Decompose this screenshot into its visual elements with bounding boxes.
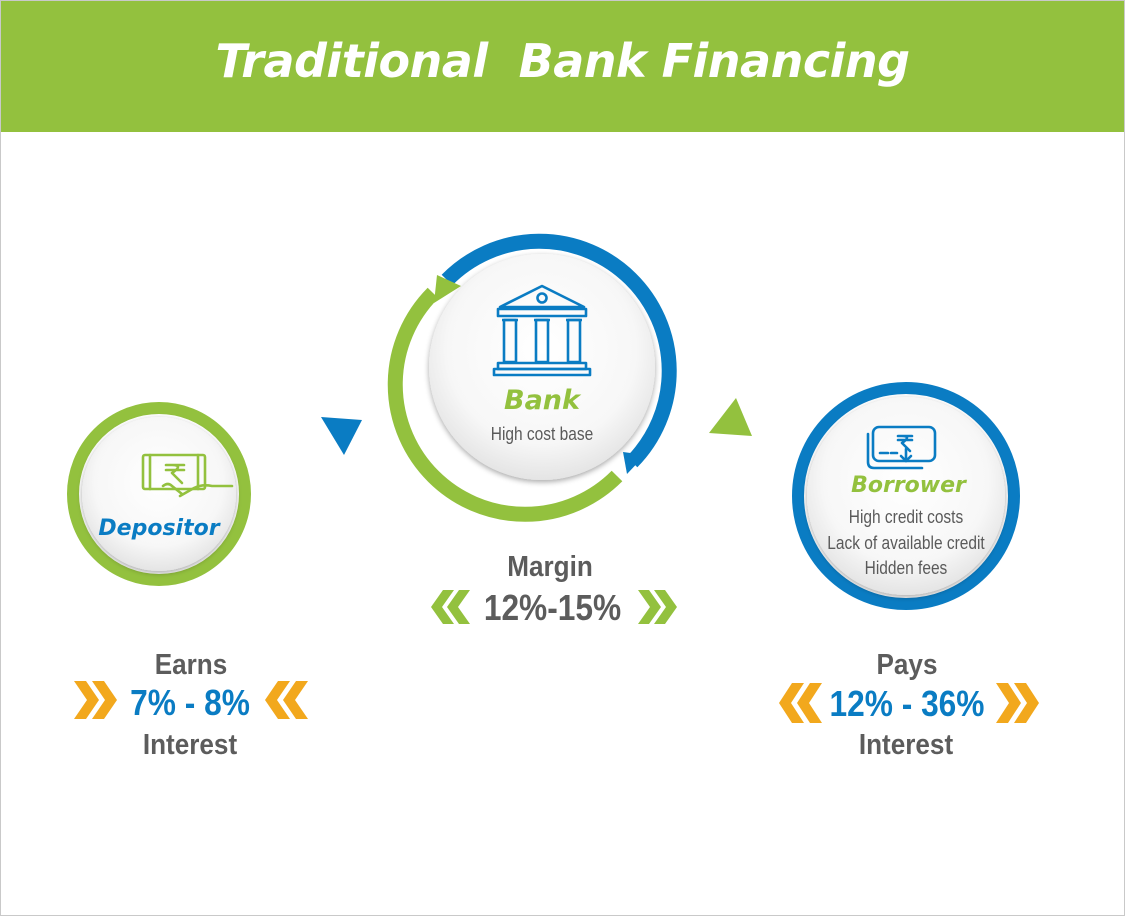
depositor-label: Depositor [98,516,220,541]
bank-node [387,233,677,522]
borrower-label: Borrower [851,473,966,498]
arrow-bank-to-borrower [709,398,752,436]
borrower-rate-chevrons-left [779,683,822,723]
depositor-interest-label: Interest [142,729,238,761]
borrower-disc [807,397,1005,595]
borrower-action-label: Pays [876,649,938,681]
margin-chevrons-right [638,590,677,624]
depositor-node [67,402,251,586]
bank-label: Bank [504,385,580,416]
borrower-rate-chevrons-right [996,683,1039,723]
depositor-interest-rate: 7% - 8% [130,682,250,723]
margin-label: Margin [507,551,593,583]
borrower-line-3: Hidden fees [864,558,948,578]
borrower-node [792,382,1020,610]
bank-ring-green-arrowhead [434,275,461,303]
bank-ring-blue-arc [441,233,677,468]
depositor-rate-chevrons-left [74,681,117,719]
page-title: Traditional Bank Financing [215,34,910,88]
borrower-ring [792,382,1020,610]
margin-value: 12%-15% [483,587,622,628]
bank-building-icon [492,284,592,377]
borrower-interest-rate: 12% - 36% [829,683,985,724]
title-banner: Traditional Bank Financing [1,1,1124,132]
arrow-depositor-to-bank [321,417,362,455]
borrower-line-2: Lack of available credit [827,533,985,553]
bank-description: High cost base [490,424,594,444]
depositor-disc [82,417,236,571]
bank-ring-blue-arrowhead [623,452,645,474]
depositor-rate-chevrons-right [265,681,308,719]
borrower-interest-label: Interest [858,729,954,761]
cash-in-hand-rupee-icon [141,453,234,498]
borrower-line-1: High credit costs [848,507,964,527]
rupee-card-icon [866,425,937,470]
depositor-ring [67,402,251,586]
margin-chevrons-left [431,590,470,624]
bank-ring-green-arc [387,287,623,522]
depositor-action-label: Earns [154,649,228,681]
bank-disc [429,254,655,480]
